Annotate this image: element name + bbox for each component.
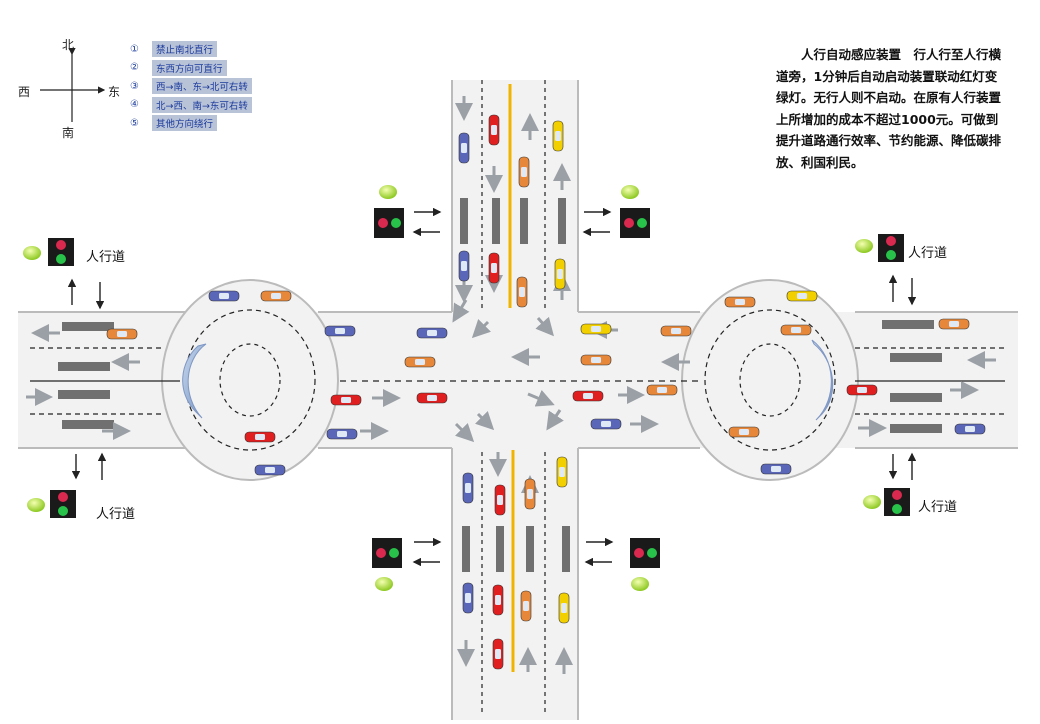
compass-east-label: 东 <box>108 85 121 99</box>
car-icon <box>558 592 570 624</box>
legend-text: 东西方向可直行 <box>152 59 227 76</box>
compass-north-label: 北 <box>62 38 75 52</box>
car-icon <box>724 296 756 308</box>
legend-text: 禁止南北直行 <box>152 41 218 58</box>
legend-item: ④ 北→西、南→东可右转 <box>130 96 252 115</box>
car-icon <box>458 132 470 164</box>
car-icon <box>494 484 506 516</box>
legend-number: ① <box>130 43 139 55</box>
car-icon <box>208 290 240 302</box>
car-icon <box>416 327 448 339</box>
vehicles <box>106 114 986 670</box>
car-icon <box>572 390 604 402</box>
car-icon <box>416 392 448 404</box>
car-icon <box>552 120 564 152</box>
car-icon <box>780 324 812 336</box>
crosswalk-label-sw: 人行道 <box>96 507 136 522</box>
car-icon <box>760 463 792 475</box>
legend-item: ⑤ 其他方向绕行 <box>130 114 252 133</box>
car-icon <box>254 464 286 476</box>
legend-number: ② <box>130 62 139 74</box>
car-icon <box>524 478 536 510</box>
crosswalk-label-nw: 人行道 <box>86 250 126 265</box>
car-icon <box>260 290 292 302</box>
center-line <box>508 84 515 672</box>
car-icon <box>554 258 566 290</box>
pedestrian-lights <box>48 208 910 568</box>
road-network <box>18 80 1018 720</box>
car-icon <box>326 428 358 440</box>
car-icon <box>556 456 568 488</box>
legend-item: ② 东西方向可直行 <box>130 59 252 78</box>
car-icon <box>660 325 692 337</box>
car-icon <box>488 114 500 146</box>
compass-axes <box>40 48 106 122</box>
car-icon <box>330 394 362 406</box>
car-icon <box>580 354 612 366</box>
car-icon <box>520 590 532 622</box>
legend-number: ⑤ <box>130 117 139 129</box>
sensor-buttons <box>23 185 881 591</box>
car-icon <box>786 290 818 302</box>
compass-west-label: 西 <box>18 85 31 99</box>
crosswalk-label-ne: 人行道 <box>908 246 948 261</box>
car-icon <box>492 638 504 670</box>
car-icon <box>954 423 986 435</box>
car-icon <box>488 252 500 284</box>
car-icon <box>324 325 356 337</box>
car-icon <box>462 472 474 504</box>
car-icon <box>938 318 970 330</box>
car-icon <box>518 156 530 188</box>
car-icon <box>492 584 504 616</box>
car-icon <box>580 323 612 335</box>
roundabout-arrow-east <box>811 339 834 421</box>
car-icon <box>106 328 138 340</box>
legend-number: ④ <box>130 99 139 111</box>
car-icon <box>404 356 436 368</box>
compass-south-label: 南 <box>62 126 75 140</box>
crosswalk-bars <box>58 198 942 572</box>
legend-text: 其他方向绕行 <box>152 115 218 132</box>
car-icon <box>590 418 622 430</box>
roundabout-arrow-west <box>182 343 207 419</box>
legend-item: ③ 西→南、东→北可右转 <box>130 77 252 96</box>
legend-item: ① 禁止南北直行 <box>130 40 252 59</box>
legend-text: 西→南、东→北可右转 <box>152 78 252 95</box>
description-note: 人行自动感应装置 行人行至人行横道旁，1分钟后自动启动装置联动红灯变绿灯。无行人… <box>776 47 1002 170</box>
legend-number: ③ <box>130 80 139 92</box>
car-icon <box>244 431 276 443</box>
car-icon <box>462 582 474 614</box>
car-icon <box>458 250 470 282</box>
car-icon <box>728 426 760 438</box>
car-icon <box>846 384 878 396</box>
rules-legend: ① 禁止南北直行 ② 东西方向可直行 ③ 西→南、东→北可右转 ④ 北→西、南→东可右转… <box>130 40 252 133</box>
legend-text: 北→西、南→东可右转 <box>152 96 252 113</box>
car-icon <box>516 276 528 308</box>
pedestrian-arrows <box>67 207 917 567</box>
crosswalk-label-se: 人行道 <box>918 500 958 515</box>
car-icon <box>646 384 678 396</box>
